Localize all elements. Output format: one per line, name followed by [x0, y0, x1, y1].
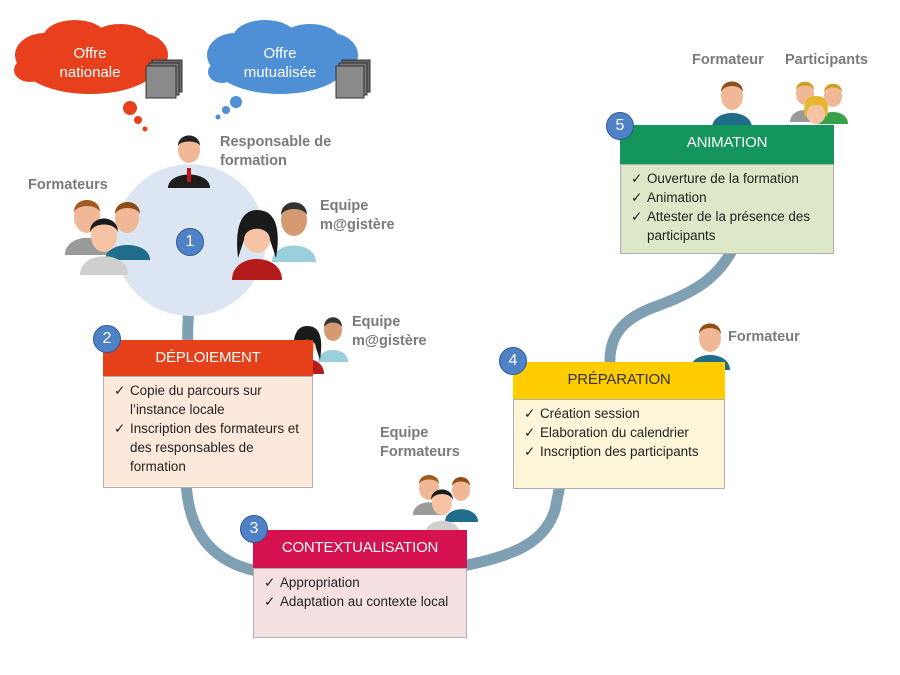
check-icon: ✓ [631, 209, 643, 224]
check-icon: ✓ [631, 171, 643, 186]
step-3-body: ✓ Appropriation ✓ Adaptation au contexte l… [253, 568, 467, 638]
role-equipe-formateurs: Equipe Formateurs [380, 424, 460, 462]
cloud-offre-nationale-label: Offre nationale [45, 44, 135, 82]
step-2-item: ✓ Copie du parcours sur l’instance locale [114, 381, 304, 419]
check-icon: ✓ [264, 575, 276, 590]
step-2-item-text: Copie du parcours sur l’instance locale [130, 383, 262, 417]
cloud-2-line2: mutualisée [243, 64, 317, 81]
step-5-item: ✓ Animation [631, 188, 825, 207]
role-formateurs: Formateurs [28, 177, 108, 193]
step-5-item-text: Animation [647, 190, 707, 205]
document-stack-icon-1 [145, 59, 183, 99]
role-equipe-magistere2-line1: Equipe [352, 314, 401, 330]
cloud-1-line1: Offre [73, 45, 107, 62]
cloud-1-line2: nationale [59, 64, 121, 81]
role-participants: Participants [785, 52, 868, 68]
role-formateur-preparation: Formateur [728, 329, 800, 345]
cloud-offre-nationale [14, 20, 168, 132]
step-5-badge: 5 [606, 112, 634, 140]
step-2-body: ✓ Copie du parcours sur l’instance locale… [103, 376, 313, 488]
step-3-item-text: Adaptation au contexte local [280, 594, 449, 609]
check-icon: ✓ [114, 421, 126, 436]
step-5-item: ✓ Ouverture de la formation [631, 169, 825, 188]
step-2-badge: 2 [93, 325, 121, 353]
role-equipe-magistere-line2: m@gistère [320, 217, 395, 233]
step-5-header: ANIMATION [620, 125, 834, 164]
cloud-offre-mutualisee [207, 20, 358, 120]
role-responsable-line2: formation [220, 153, 287, 169]
step-3-badge: 3 [240, 515, 268, 543]
document-stack-icon-2 [335, 59, 371, 99]
equipe-magistere-group-icon [232, 202, 316, 280]
step-4-body: ✓ Création session ✓ Elaboration du calend… [513, 399, 725, 489]
step-4-badge: 4 [499, 347, 527, 375]
cloud-2-line1: Offre [263, 45, 297, 62]
step-4-item: ✓ Elaboration du calendrier [524, 423, 716, 442]
formateurs-group-icon [65, 200, 150, 275]
step-3-item-text: Appropriation [280, 575, 360, 590]
cloud-offre-mutualisee-label: Offre mutualisée [230, 44, 330, 82]
step-4-item: ✓ Inscription des participants [524, 442, 716, 461]
role-responsable-line1: Responsable de [220, 134, 332, 150]
check-icon: ✓ [114, 383, 126, 398]
step-2-item: ✓ Inscription des formateurs et des respo… [114, 419, 304, 476]
step-4-item: ✓ Création session [524, 404, 716, 423]
step-4-item-text: Elaboration du calendrier [540, 425, 689, 440]
step-5-item-text: Ouverture de la formation [647, 171, 799, 186]
step-3-header: CONTEXTUALISATION [253, 530, 467, 568]
step-2-header: DÉPLOIEMENT [103, 340, 313, 376]
check-icon: ✓ [524, 406, 536, 421]
equipe-formateurs-group-icon [413, 475, 478, 535]
role-equipe-magistere: Equipe m@gistère [320, 197, 395, 235]
step-5-item: ✓ Attester de la présence des participant… [631, 207, 825, 245]
check-icon: ✓ [264, 594, 276, 609]
step-3-item: ✓ Appropriation [264, 573, 458, 592]
step-3-item: ✓ Adaptation au contexte local [264, 592, 458, 611]
role-equipe-magistere-line1: Equipe [320, 198, 369, 214]
step-4-item-text: Création session [540, 406, 640, 421]
role-equipe-formateurs-line1: Equipe [380, 425, 429, 441]
step-5-body: ✓ Ouverture de la formation ✓ Animation ✓ A… [620, 164, 834, 254]
check-icon: ✓ [631, 190, 643, 205]
role-equipe-formateurs-line2: Formateurs [380, 444, 460, 460]
step-4-header: PRÉPARATION [513, 362, 725, 399]
role-equipe-magistere-deploiement: Equipe m@gistère [352, 313, 427, 351]
responsable-avatar-icon [168, 135, 210, 188]
step-5-item-text: Attester de la présence des participants [647, 209, 811, 243]
role-equipe-magistere2-line2: m@gistère [352, 333, 427, 349]
step-2-item-text: Inscription des formateurs et des respon… [130, 421, 299, 474]
check-icon: ✓ [524, 425, 536, 440]
role-formateur-animation: Formateur [692, 52, 764, 68]
role-responsable-formation: Responsable de formation [220, 133, 331, 171]
step-1-badge: 1 [176, 228, 204, 256]
check-icon: ✓ [524, 444, 536, 459]
formateur-anim-icon [712, 81, 752, 128]
step-4-item-text: Inscription des participants [540, 444, 699, 459]
